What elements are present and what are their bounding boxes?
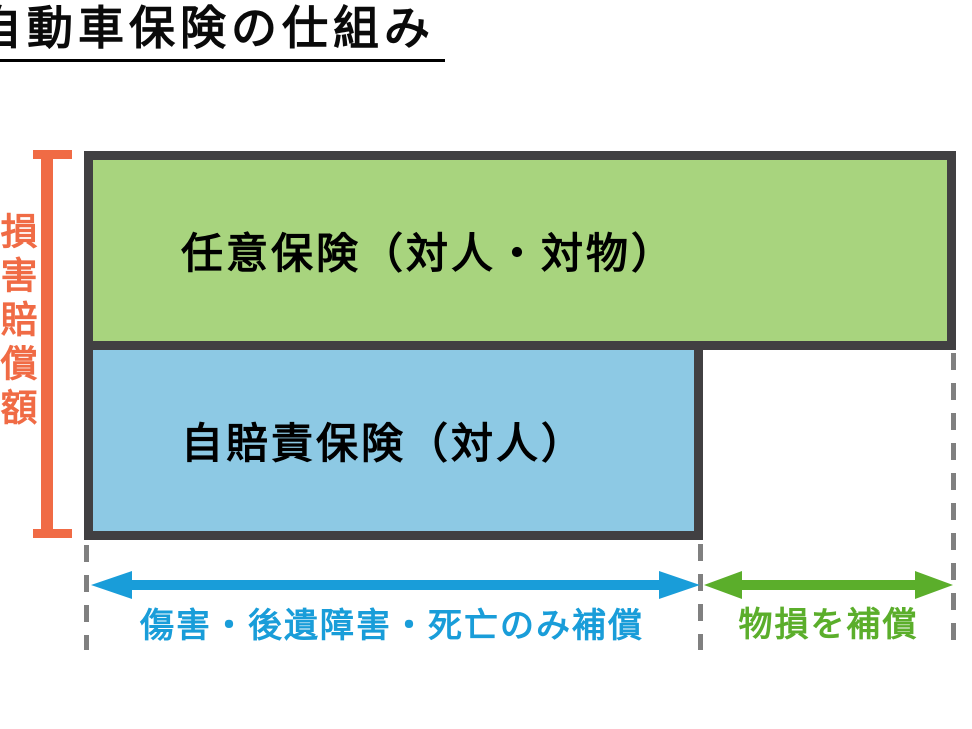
page-title: 自動車保険の仕組み <box>0 2 445 62</box>
bracket-stem <box>41 153 53 535</box>
property-coverage-caption: 物損を補償 <box>738 606 919 644</box>
property-coverage-arrow <box>704 571 953 599</box>
voluntary-insurance-box: 任意保険（対人・対物） <box>84 151 956 350</box>
bracket-cap-bottom <box>33 529 72 538</box>
damages-amount-label: 損害賠償額 <box>0 212 36 432</box>
compulsory-insurance-label: 自賠責保険（対人） <box>181 420 587 467</box>
dashed-guide-left <box>84 545 89 650</box>
personal-coverage-caption: 傷害・後遺障害・死亡のみ補償 <box>140 607 644 645</box>
personal-coverage-arrow <box>91 571 700 599</box>
compulsory-insurance-box: 自賠責保険（対人） <box>84 341 703 540</box>
dashed-guide-middle <box>698 544 703 650</box>
dashed-guide-right <box>951 353 956 650</box>
voluntary-insurance-label: 任意保険（対人・対物） <box>181 230 677 277</box>
